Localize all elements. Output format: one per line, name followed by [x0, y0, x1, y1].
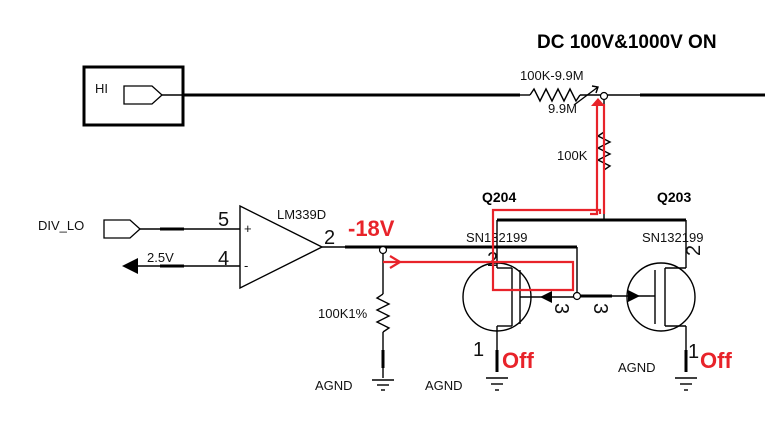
q203-part-label: SN132199	[642, 230, 703, 245]
ref-voltage-label: 2.5V	[147, 250, 174, 265]
q203-state: Off	[700, 348, 732, 373]
q203-pin-g: 3	[589, 303, 611, 314]
q204-part-label: SN132199	[466, 230, 527, 245]
pin-plus-number: 5	[218, 209, 229, 231]
comparator-name: LM339D	[277, 207, 326, 222]
output-voltage-label: -18V	[348, 216, 395, 241]
gate-resistor	[372, 254, 394, 391]
hi-connector: HI	[82, 65, 185, 127]
q203-mosfet	[626, 258, 697, 391]
ground-label-3: AGND	[618, 360, 656, 375]
div-lo-label: DIV_LO	[38, 218, 84, 233]
comparator-symbol	[239, 204, 324, 290]
q204-mosfet	[462, 245, 577, 391]
divider-resistor	[520, 85, 640, 106]
q203-label: Q203	[657, 189, 691, 205]
hi-port-label: HI	[95, 81, 108, 96]
gate-resistor-label: 100K1%	[318, 306, 368, 321]
plus-sign: +	[244, 221, 252, 236]
q204-pin-s: 1	[473, 339, 484, 361]
current-path-highlight	[383, 98, 606, 292]
output-node	[378, 245, 388, 255]
ground-label-1: AGND	[315, 378, 353, 393]
mode-title: DC 100V&1000V ON	[537, 32, 717, 53]
ref-arrow-icon	[122, 258, 138, 274]
pin-out-number: 2	[324, 227, 335, 249]
pin-minus-number: 4	[218, 248, 229, 270]
q203-pin-s: 1	[688, 341, 699, 363]
ground-label-2: AGND	[425, 378, 463, 393]
minus-sign: -	[244, 258, 248, 273]
q203-pin-d: 2	[683, 245, 705, 256]
pull-resistor-label: 100K	[557, 148, 588, 163]
q204-pin-g: 3	[550, 303, 572, 314]
divider-top-label: 100K-9.9M	[520, 68, 584, 83]
divider-value-label: 9.9M	[548, 101, 577, 116]
q204-state: Off	[502, 348, 534, 373]
div-lo-connector	[103, 219, 141, 239]
q204-label: Q204	[482, 189, 516, 205]
